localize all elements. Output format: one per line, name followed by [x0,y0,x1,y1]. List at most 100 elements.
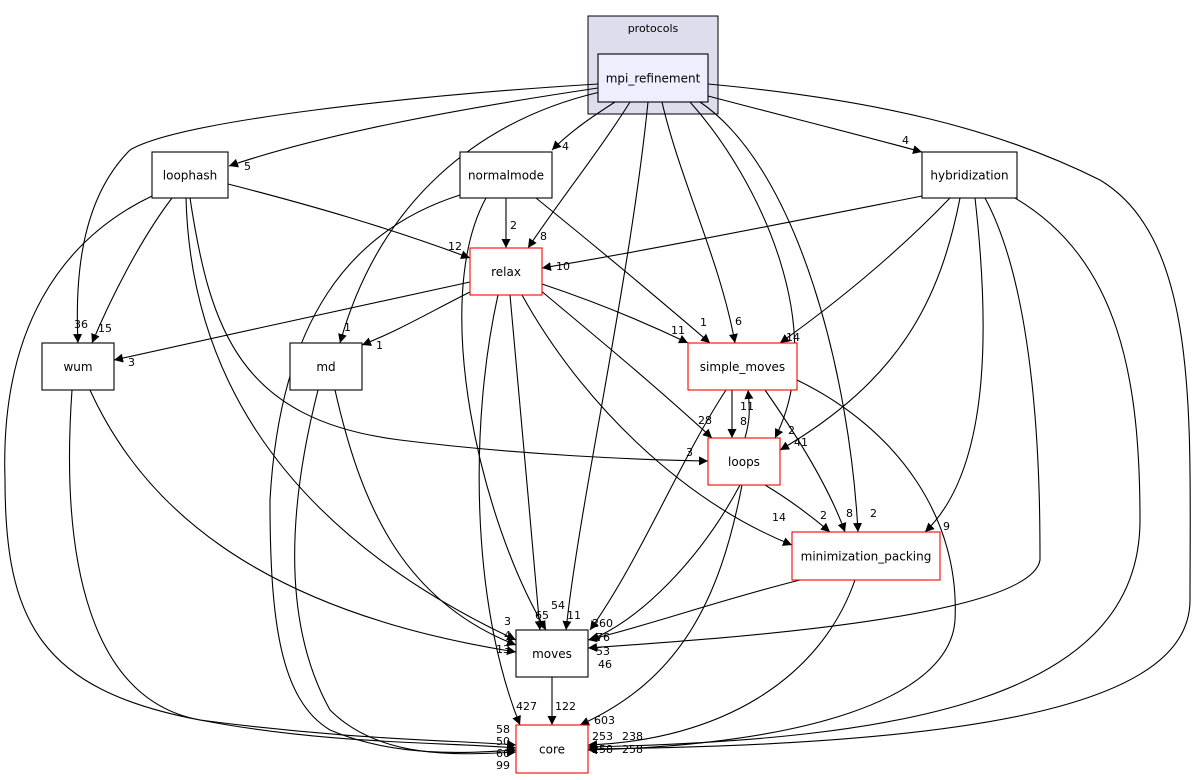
edge-count-label[interactable]: 76 [596,631,610,644]
edge-count-label[interactable]: 66 [496,747,510,760]
edge-count-label[interactable]: 8 [846,507,853,520]
edge-count-label[interactable]: 11 [671,324,685,337]
node-box[interactable] [151,151,229,199]
edge-count-label[interactable]: 41 [794,436,808,449]
edge-minimization_packing-to-moves[interactable] [587,579,801,643]
edge-hybridization-to-minimization_packing[interactable] [924,197,984,533]
edge-count-label[interactable]: 6 [735,315,742,328]
edge-loops-to-core[interactable] [579,484,743,726]
node-md[interactable]: md [289,342,363,391]
node-box[interactable] [515,724,589,774]
node-box[interactable] [707,437,781,486]
edge-count-label[interactable]: 603 [594,714,615,727]
edge-loops-to-moves[interactable] [589,484,741,641]
edge-count-label[interactable]: 1 [344,321,351,334]
edge-count-label[interactable]: 14 [786,331,800,344]
edge-minimization_packing-to-core[interactable] [587,579,856,750]
node-hybridization[interactable]: hybridization [921,151,1018,199]
edge-relax-to-moves[interactable] [509,294,544,631]
node-loops[interactable]: loops [707,437,781,486]
edge-loophash-to-loops[interactable] [189,197,709,466]
edge-simple_moves-to-minimization_packing[interactable] [764,389,847,533]
edge-wum-to-core[interactable] [68,389,517,752]
edge-md-to-core[interactable] [294,389,517,757]
edge-hybridization-to-simple_moves[interactable] [779,197,951,344]
edge-mpi_refinement-to-md[interactable] [338,91,601,344]
node-relax[interactable]: relax [469,247,543,296]
edge-loophash-to-moves[interactable] [185,197,517,641]
edge-mpi_refinement-to-wum[interactable] [73,83,599,344]
edge-count-label[interactable]: 3 [128,356,135,369]
edge-loophash-to-relax[interactable] [227,183,471,260]
edge-count-label[interactable]: 53 [596,645,610,658]
node-box[interactable] [41,342,115,391]
edge-count-label[interactable]: 4 [562,140,569,153]
node-moves[interactable]: moves [515,629,589,678]
edge-count-label[interactable]: 36 [74,318,88,331]
edge-count-label[interactable]: 2 [870,507,877,520]
edge-mpi_refinement-to-loops[interactable] [689,101,796,439]
edge-count-label[interactable]: 4 [902,134,909,147]
node-box[interactable] [515,629,589,678]
edge-count-label[interactable]: 8 [540,230,547,243]
edge-count-label[interactable]: 4 [504,629,511,642]
edge-count-label[interactable]: 2 [510,219,517,232]
edge-hybridization-to-loops[interactable] [779,197,961,451]
edge-count-label[interactable]: 122 [555,700,576,713]
edge-count-label[interactable]: 1 [376,339,383,352]
node-mpi-refinement[interactable]: mpi_refinement [597,53,709,103]
edge-count-label[interactable]: 1 [700,316,707,329]
edge-count-label[interactable]: 2 [788,424,795,437]
node-box[interactable] [597,53,709,103]
edge-relax-to-md[interactable] [361,291,471,346]
edge-hybridization-to-core[interactable] [587,197,1141,752]
node-loophash[interactable]: loophash [151,151,229,199]
edge-count-label[interactable]: 65 [535,609,549,622]
edge-relax-to-wum[interactable] [113,281,471,363]
edge-relax-to-loops[interactable] [539,289,713,439]
node-wum[interactable]: wum [41,342,115,391]
edge-count-label[interactable]: 10 [556,260,570,273]
edge-loops-to-minimization_packing[interactable] [764,484,831,533]
node-box[interactable] [791,531,941,581]
edge-normalmode-to-core[interactable] [269,194,517,755]
edge-count-label[interactable]: 3 [504,615,511,628]
edge-simple_moves-to-moves[interactable] [589,389,727,631]
node-box[interactable] [459,151,553,199]
edge-count-label[interactable]: 13 [496,643,510,656]
node-box[interactable] [469,247,543,296]
edge-count-label[interactable]: 12 [448,240,462,253]
node-minimization-packing[interactable]: minimization_packing [791,531,941,581]
edge-mpi_refinement-to-minimization_packing[interactable] [699,101,863,533]
edge-mpi_refinement-to-loophash[interactable] [228,87,599,168]
edge-count-label[interactable]: 28 [698,414,712,427]
edge-count-label[interactable]: 238 [622,730,643,743]
edge-count-label[interactable]: 258 [592,743,613,756]
node-box[interactable] [289,342,363,391]
edge-count-label[interactable]: 15 [98,322,112,335]
edge-count-label[interactable]: 9 [943,520,950,533]
edge-loophash-to-wum[interactable] [91,197,173,344]
edge-count-label[interactable]: 8 [740,415,747,428]
edge-count-label[interactable]: 260 [592,617,613,630]
edge-mpi_refinement-to-core[interactable] [587,83,1191,754]
edge-relax-to-minimization_packing[interactable] [521,294,793,546]
edge-count-label[interactable]: 50 [496,735,510,748]
edge-relax-to-simple_moves[interactable] [541,283,689,344]
edge-mpi_refinement-to-moves[interactable] [562,101,649,631]
edge-count-label[interactable]: 5 [244,160,251,173]
edge-hybridization-to-relax[interactable] [541,195,923,271]
edge-hybridization-to-moves[interactable] [587,197,1041,652]
edge-count-label[interactable]: 14 [772,511,786,524]
node-box[interactable] [921,151,1018,199]
edge-mpi_refinement-to-hybridization[interactable] [707,95,923,154]
edge-md-to-moves[interactable] [334,389,517,646]
edge-simple_moves-to-core[interactable] [587,379,956,755]
edge-normalmode-to-moves[interactable] [461,197,547,631]
edge-count-label[interactable]: 99 [496,759,510,772]
node-box[interactable] [687,342,798,391]
edge-count-label[interactable]: 3 [686,446,693,459]
edge-count-label[interactable]: 11 [567,609,581,622]
edge-count-label[interactable]: 54 [551,599,565,612]
edge-count-label[interactable]: 11 [740,400,754,413]
